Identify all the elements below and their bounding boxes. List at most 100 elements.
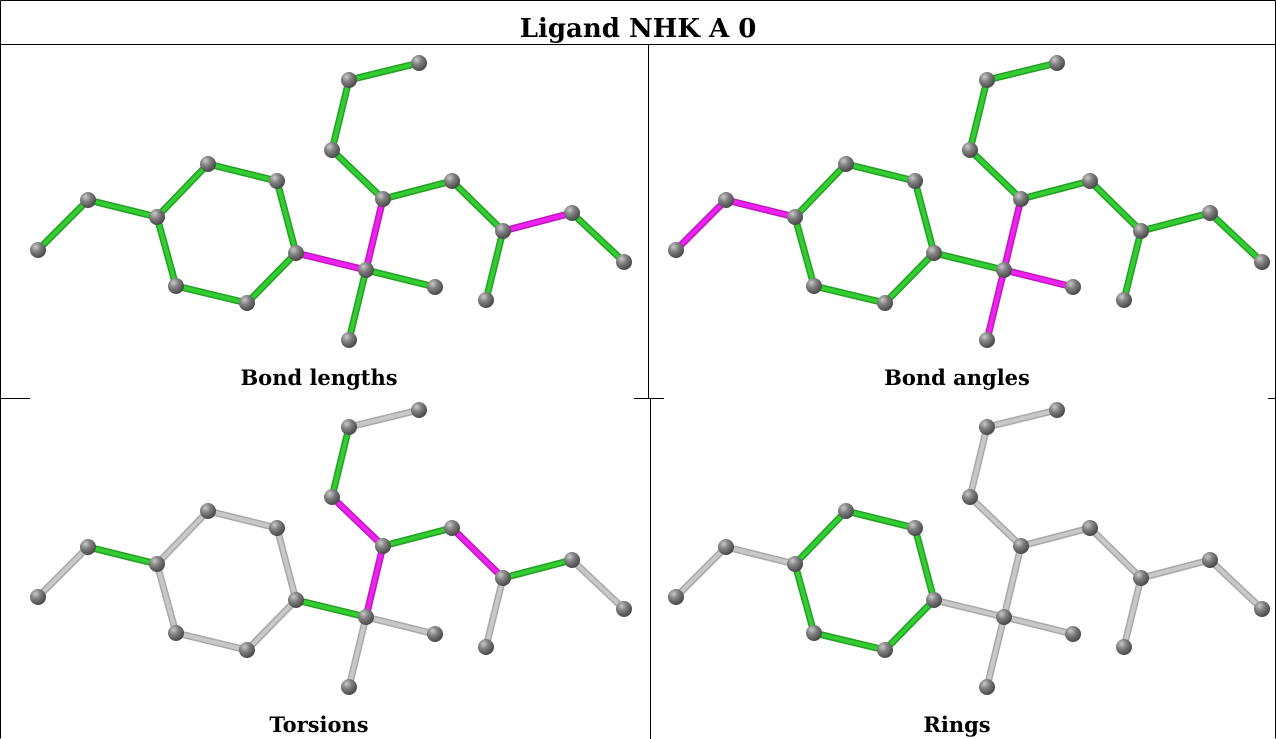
- bond-a16-a17: [484, 229, 505, 302]
- bond-a7-a2: [793, 562, 816, 635]
- bond-a3-a4: [844, 162, 917, 183]
- molecule-view: [30, 402, 632, 695]
- bond-a5-a8: [932, 251, 1006, 272]
- bond-a3-a4: [206, 162, 279, 183]
- atom-a17: [1116, 639, 1132, 655]
- atom-a19: [616, 601, 632, 617]
- atom-a10: [1065, 279, 1081, 295]
- bond-a12-a13: [330, 425, 351, 499]
- atom-a5: [288, 592, 304, 608]
- bond-a8-a11: [364, 544, 385, 619]
- bond-a11-a12: [330, 148, 385, 201]
- atom-a1: [80, 192, 96, 208]
- atom-a17: [478, 639, 494, 655]
- bond-a7-a2: [793, 215, 816, 288]
- atom-a13: [979, 419, 995, 435]
- atom-a6: [239, 642, 255, 658]
- atom-a15: [444, 520, 460, 536]
- bond-a18-a19: [570, 211, 626, 264]
- bond-a13-a14: [347, 408, 421, 429]
- atom-a17: [478, 292, 494, 308]
- atom-a2: [787, 556, 803, 572]
- molecule-view: [668, 402, 1270, 695]
- atom-a0: [30, 589, 46, 605]
- atom-a18: [1202, 552, 1218, 568]
- bond-a5-a6: [883, 598, 936, 652]
- panel-bond-angles: Bond angles: [638, 44, 1276, 392]
- atom-a9: [341, 332, 357, 348]
- atom-a7: [168, 278, 184, 294]
- bond-a12-a13: [330, 78, 351, 152]
- atom-a5: [926, 245, 942, 261]
- atom-a0: [668, 242, 684, 258]
- bond-a16-a18: [1139, 211, 1212, 233]
- atom-a11: [1013, 538, 1029, 554]
- atom-a9: [979, 679, 995, 695]
- atom-a10: [1065, 626, 1081, 642]
- atom-a16: [1133, 570, 1149, 586]
- bond-a11-a12: [968, 148, 1023, 201]
- bond-a8-a10: [1002, 268, 1075, 289]
- atom-a11: [375, 538, 391, 554]
- bond-a1-a2: [86, 198, 159, 219]
- atom-a3: [838, 156, 854, 172]
- atom-a9: [341, 679, 357, 695]
- bond-a12-a13: [968, 425, 989, 499]
- bond-a8-a11: [1002, 544, 1023, 619]
- panel-caption: Torsions: [269, 712, 369, 737]
- atom-a7: [168, 625, 184, 641]
- bond-a16-a17: [484, 576, 505, 649]
- bond-a15-a16: [1088, 526, 1143, 580]
- molecule-view: [30, 55, 632, 348]
- bond-a18-a19: [1208, 211, 1264, 264]
- atom-a9: [979, 332, 995, 348]
- bond-a6-a7: [174, 631, 249, 652]
- atom-a8: [358, 262, 374, 278]
- figure-title: Ligand NHK A 0: [519, 14, 757, 44]
- atom-a0: [668, 589, 684, 605]
- atom-a4: [269, 520, 285, 536]
- bond-a11-a12: [330, 495, 385, 548]
- atom-a6: [239, 295, 255, 311]
- atom-a2: [149, 209, 165, 225]
- panel-bond-lengths: Bond lengths: [0, 44, 638, 392]
- bond-a16-a18: [501, 558, 574, 580]
- atom-a13: [979, 72, 995, 88]
- panel-torsions: Torsions: [0, 391, 638, 739]
- bond-a2-a3: [793, 509, 848, 566]
- atom-a18: [564, 205, 580, 221]
- atom-a16: [1133, 223, 1149, 239]
- panel-caption: Bond lengths: [240, 365, 398, 390]
- atom-a18: [564, 552, 580, 568]
- bond-a13-a14: [985, 408, 1059, 429]
- bond-a1-a2: [724, 545, 797, 566]
- atom-a13: [341, 72, 357, 88]
- bond-a1-a2: [86, 545, 159, 566]
- atom-a16: [495, 223, 511, 239]
- atom-a14: [1049, 402, 1065, 418]
- atom-a5: [926, 592, 942, 608]
- bond-a11-a15: [381, 179, 454, 201]
- bond-a0-a1: [674, 198, 728, 252]
- atom-a6: [877, 295, 893, 311]
- bond-a15-a16: [450, 526, 505, 580]
- atom-a3: [200, 503, 216, 519]
- bond-a4-a5: [913, 179, 936, 255]
- bond-a8-a10: [364, 268, 437, 289]
- bond-a3-a4: [206, 509, 279, 530]
- bond-a2-a3: [793, 162, 848, 219]
- bond-a6-a7: [174, 284, 249, 305]
- atom-a8: [996, 262, 1012, 278]
- bond-a5-a6: [883, 251, 936, 305]
- atom-a8: [358, 609, 374, 625]
- bond-a5-a6: [245, 598, 298, 652]
- atom-a5: [288, 245, 304, 261]
- atom-a11: [1013, 191, 1029, 207]
- atom-a1: [80, 539, 96, 555]
- atom-a14: [411, 55, 427, 71]
- atom-a4: [907, 520, 923, 536]
- atom-a7: [806, 625, 822, 641]
- atom-a10: [427, 279, 443, 295]
- bond-a5-a8: [932, 598, 1006, 619]
- atom-a10: [427, 626, 443, 642]
